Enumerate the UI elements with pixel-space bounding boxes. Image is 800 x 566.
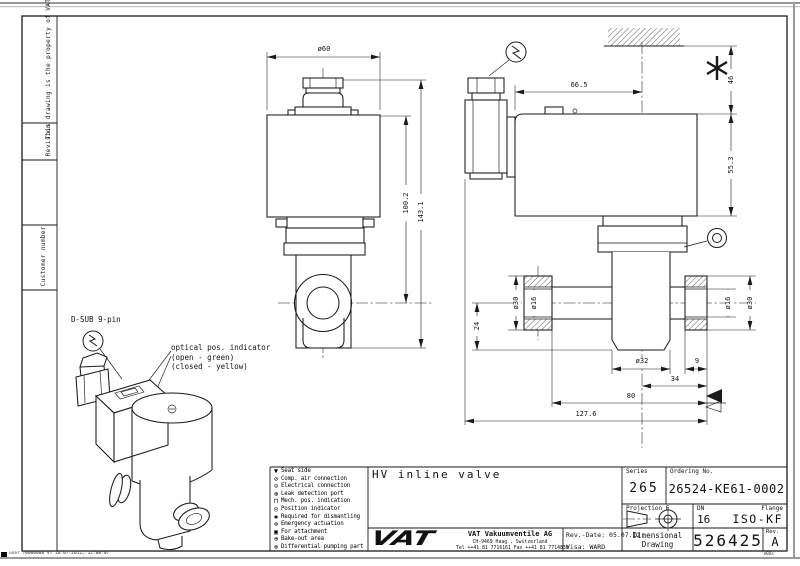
rev-value: A xyxy=(771,535,779,549)
legend-row: ◎Position indicator xyxy=(271,506,368,514)
legend-label: For attachment xyxy=(281,528,328,535)
legend-label: Seat side xyxy=(281,468,311,475)
legend-row: ⊜Emergency actuation xyxy=(271,521,368,529)
dim-front-h2: 143.1 xyxy=(417,194,426,230)
dim-front-dia: ø60 xyxy=(308,45,340,54)
legend-label: Comp. air connection xyxy=(281,475,347,482)
mech-pos-indication-icon: ⊓ xyxy=(273,497,279,506)
bake-out-area-icon: ⊕ xyxy=(273,535,279,544)
side-view xyxy=(464,28,757,448)
dim-side-h: 55.3 xyxy=(727,151,736,179)
legend-row: ⊓Mech. pos. indication xyxy=(271,498,368,506)
flange-value: ISO-KF xyxy=(732,512,783,526)
legend-row: ▼Seat side xyxy=(271,468,368,476)
dn-value: 16 xyxy=(697,513,711,526)
legend-row: ⊗Differential pumping part xyxy=(271,543,368,551)
dimensional-drawing-label-1: Dimensional xyxy=(632,530,683,540)
revision-label: Revision xyxy=(44,124,52,157)
required-for-dismantling-symbol xyxy=(706,56,728,80)
for-attachment-icon: ▣ xyxy=(273,527,279,536)
legend-label: Bake-out area xyxy=(281,536,324,543)
legend-row: ⊕Bake-out area xyxy=(271,536,368,544)
legend-label: Required for dismantling xyxy=(281,513,360,520)
ordering-value: 26524-KE61-0002 xyxy=(668,482,785,496)
optical-indicator-line2: (open - green) xyxy=(171,352,235,362)
electrical-connection-icon: ⊙ xyxy=(273,482,279,491)
seat-side-symbol xyxy=(705,389,726,413)
dn-label: DN xyxy=(697,504,705,512)
electrical-connection-symbol-iso xyxy=(82,330,123,380)
dim-total: 127.6 xyxy=(568,410,604,419)
projection-label: Projection E xyxy=(626,504,670,512)
comp-air-connection-icon: ⊘ xyxy=(273,474,279,483)
rev-label: Rev. xyxy=(766,528,780,535)
drawing-frame xyxy=(21,15,788,552)
position-indicator-symbol xyxy=(683,228,727,248)
dim-front-h1: 100.2 xyxy=(402,185,411,221)
dimensional-drawing-label-2: Drawing xyxy=(641,540,674,549)
legend-label: Electrical connection xyxy=(281,483,351,490)
legend-row: ▣For attachment xyxy=(271,528,368,536)
legend: ▼Seat side ⊘Comp. air connection ⊙Electr… xyxy=(271,468,368,551)
visa: Visa: WARD xyxy=(566,543,606,551)
optical-indicator-line3: (closed - yellow) xyxy=(171,362,248,371)
dim-dia32: ø32 xyxy=(628,357,656,366)
front-view xyxy=(266,52,434,358)
series-value: 265 xyxy=(629,481,659,496)
dim-h24: 24 xyxy=(473,316,482,336)
legend-row: ✱Required for dismantling xyxy=(271,513,368,521)
projection-symbol xyxy=(623,507,681,531)
vat-logo: VAT xyxy=(368,526,437,550)
series-label: Series xyxy=(626,468,648,475)
legend-row: ⊙Electrical connection xyxy=(271,483,368,491)
legend-row: ⊛Leak detection port xyxy=(271,489,368,499)
leak-detection-port-icon: ⊛ xyxy=(273,489,279,498)
optical-indicator-line1: optical pos. indicator xyxy=(171,343,271,352)
dim-t9: 9 xyxy=(691,357,703,366)
isometric-view xyxy=(75,330,213,551)
plot-stamp: user 70000000 VT 10.07.2012, 12:08:07 xyxy=(9,551,110,556)
dim-left-dia16: ø16 xyxy=(530,290,539,316)
customer-number-label: Customer number xyxy=(39,226,47,287)
legend-label: Position indicator xyxy=(281,506,341,512)
dim-side-w: 66.5 xyxy=(563,81,595,90)
dim-l80: 80 xyxy=(622,392,640,401)
seat-side-icon: ▼ xyxy=(273,467,279,476)
legend-label: Leak detection port xyxy=(281,490,344,497)
dim-l34: 34 xyxy=(666,375,684,384)
dsub-label: D-SUB 9-pin xyxy=(71,315,121,324)
company-phone: Tel ++41 81 7716161 Fax ++41 81 7714830 xyxy=(456,546,569,551)
legend-label: Differential pumping part xyxy=(281,543,364,550)
property-note: This drawing is the property of VAT. xyxy=(44,0,52,140)
dim-right-dia16: ø16 xyxy=(724,290,733,316)
ordering-label: Ordering No. xyxy=(670,468,714,475)
drawing-number: 526425 xyxy=(693,531,763,550)
legend-label: Emergency actuation xyxy=(281,521,344,528)
differential-pumping-icon: ⊗ xyxy=(273,542,279,551)
company-address: CH-9469 Haag , Switzerland xyxy=(472,540,548,545)
legend-label: Mech. pos. indication xyxy=(281,498,351,505)
dim-side-clear: 46 xyxy=(727,69,736,91)
ceiling-hatch xyxy=(608,28,680,46)
emergency-actuation-icon: ⊜ xyxy=(273,520,279,529)
required-for-dismantling-icon: ✱ xyxy=(273,512,279,521)
legend-row: ⊘Comp. air connection xyxy=(271,474,368,484)
dim-right-dia30: ø30 xyxy=(746,290,755,316)
title-block-grid xyxy=(269,466,787,551)
company-name: VAT Vakuumventile AG xyxy=(467,530,553,538)
drawing-title: HV inline valve xyxy=(372,468,502,481)
dim-left-dia30: ø30 xyxy=(512,290,521,316)
corner-code: W08a xyxy=(764,550,774,556)
position-indicator-icon: ◎ xyxy=(273,505,279,513)
flange-label: Flange xyxy=(761,504,783,512)
electrical-connection-symbol xyxy=(488,41,527,77)
rev-date: Rev.-Date: 05.07.12 xyxy=(566,531,641,539)
